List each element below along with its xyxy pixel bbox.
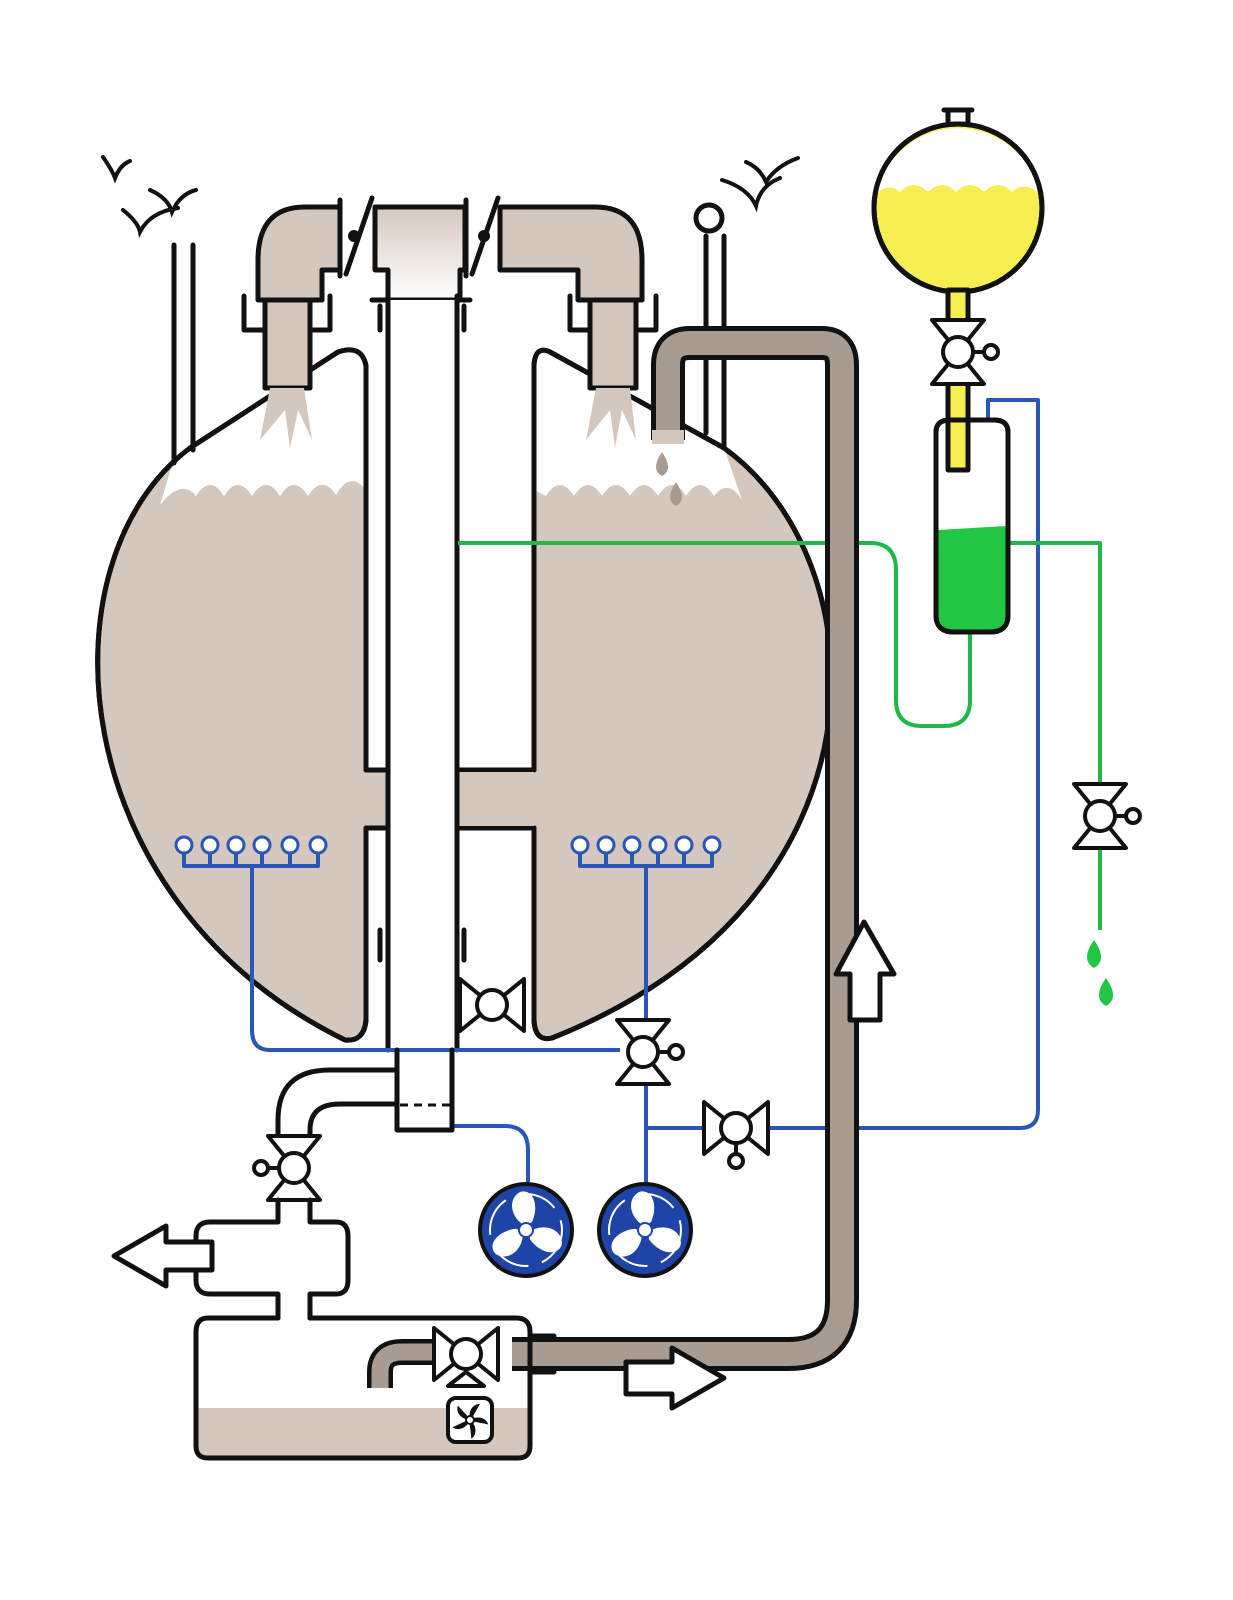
bird-icon xyxy=(121,188,198,239)
droplet-icon xyxy=(1099,978,1113,1006)
valve-icon[interactable] xyxy=(702,1100,770,1170)
droplet-icon xyxy=(670,482,682,506)
droplet-icon xyxy=(656,452,668,476)
separator-chamber xyxy=(193,1197,351,1321)
top-elbow-left xyxy=(241,204,343,448)
bird-icon xyxy=(720,156,800,213)
sparger-left xyxy=(174,835,620,1052)
blue-line-network xyxy=(452,398,1040,1190)
foam-right xyxy=(534,350,742,500)
valve-icon[interactable] xyxy=(930,318,1000,386)
separatory-funnel xyxy=(871,107,1045,473)
fan-icon[interactable] xyxy=(478,1182,574,1278)
valve-icon[interactable] xyxy=(458,977,526,1033)
arrow-icon xyxy=(623,1345,727,1411)
top-elbow-right xyxy=(497,204,659,448)
fan-icon[interactable] xyxy=(597,1182,693,1278)
tank-middle-band xyxy=(456,772,534,826)
central-column xyxy=(369,204,473,1053)
bird-icon xyxy=(101,155,132,184)
bottom-tank xyxy=(193,1315,557,1461)
column-outlet xyxy=(275,1047,455,1143)
damper-right[interactable] xyxy=(463,195,501,279)
return-pipe xyxy=(512,326,859,1371)
collection-tube xyxy=(933,417,1011,635)
arrow-icon xyxy=(111,1223,215,1289)
green-line-network xyxy=(458,541,1102,930)
arrow-icon xyxy=(833,919,897,1023)
droplet-icon xyxy=(1087,940,1101,968)
valve-icon[interactable] xyxy=(615,1018,685,1086)
valve-icon[interactable] xyxy=(1072,782,1142,850)
sparger-right xyxy=(570,835,722,1025)
vent-pipe-left xyxy=(171,242,196,466)
valve-icon[interactable] xyxy=(432,1326,500,1388)
valve-icon[interactable] xyxy=(252,1134,322,1202)
impeller-icon[interactable] xyxy=(446,1396,494,1444)
damper-left[interactable] xyxy=(337,195,375,279)
